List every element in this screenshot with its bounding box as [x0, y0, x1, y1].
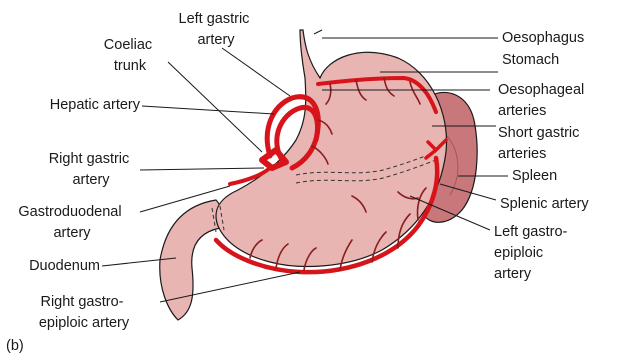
label-oesophagus: Oesophagus — [502, 30, 584, 46]
label-splenic-artery: Splenic artery — [500, 196, 589, 212]
label-oesophageal-arteries: Oesophageal arteries — [498, 82, 588, 119]
label-short-gastric-arteries: Short gastric arteries — [498, 125, 583, 162]
label-gastroduodenal-artery: Gastroduodenal artery — [18, 204, 125, 241]
duodenum-shape — [160, 200, 222, 320]
label-spleen: Spleen — [512, 168, 557, 184]
label-right-gastric-artery: Right gastric artery — [49, 151, 134, 188]
label-duodenum: Duodenum — [29, 258, 100, 274]
label-coeliac-trunk: Coeliac trunk — [104, 37, 156, 74]
label-hepatic-artery: Hepatic artery — [50, 97, 141, 113]
label-left-gastric-artery: Left gastric artery — [179, 11, 254, 48]
label-right-gastro-epiploic-artery: Right gastro- epiploic artery — [39, 294, 130, 331]
label-left-gastro-epiploic-artery: Left gastro- epiploic artery — [494, 224, 571, 282]
coeliac-trunk-vessel — [262, 150, 286, 168]
label-stomach: Stomach — [502, 52, 559, 68]
panel-label: (b) — [6, 338, 24, 354]
